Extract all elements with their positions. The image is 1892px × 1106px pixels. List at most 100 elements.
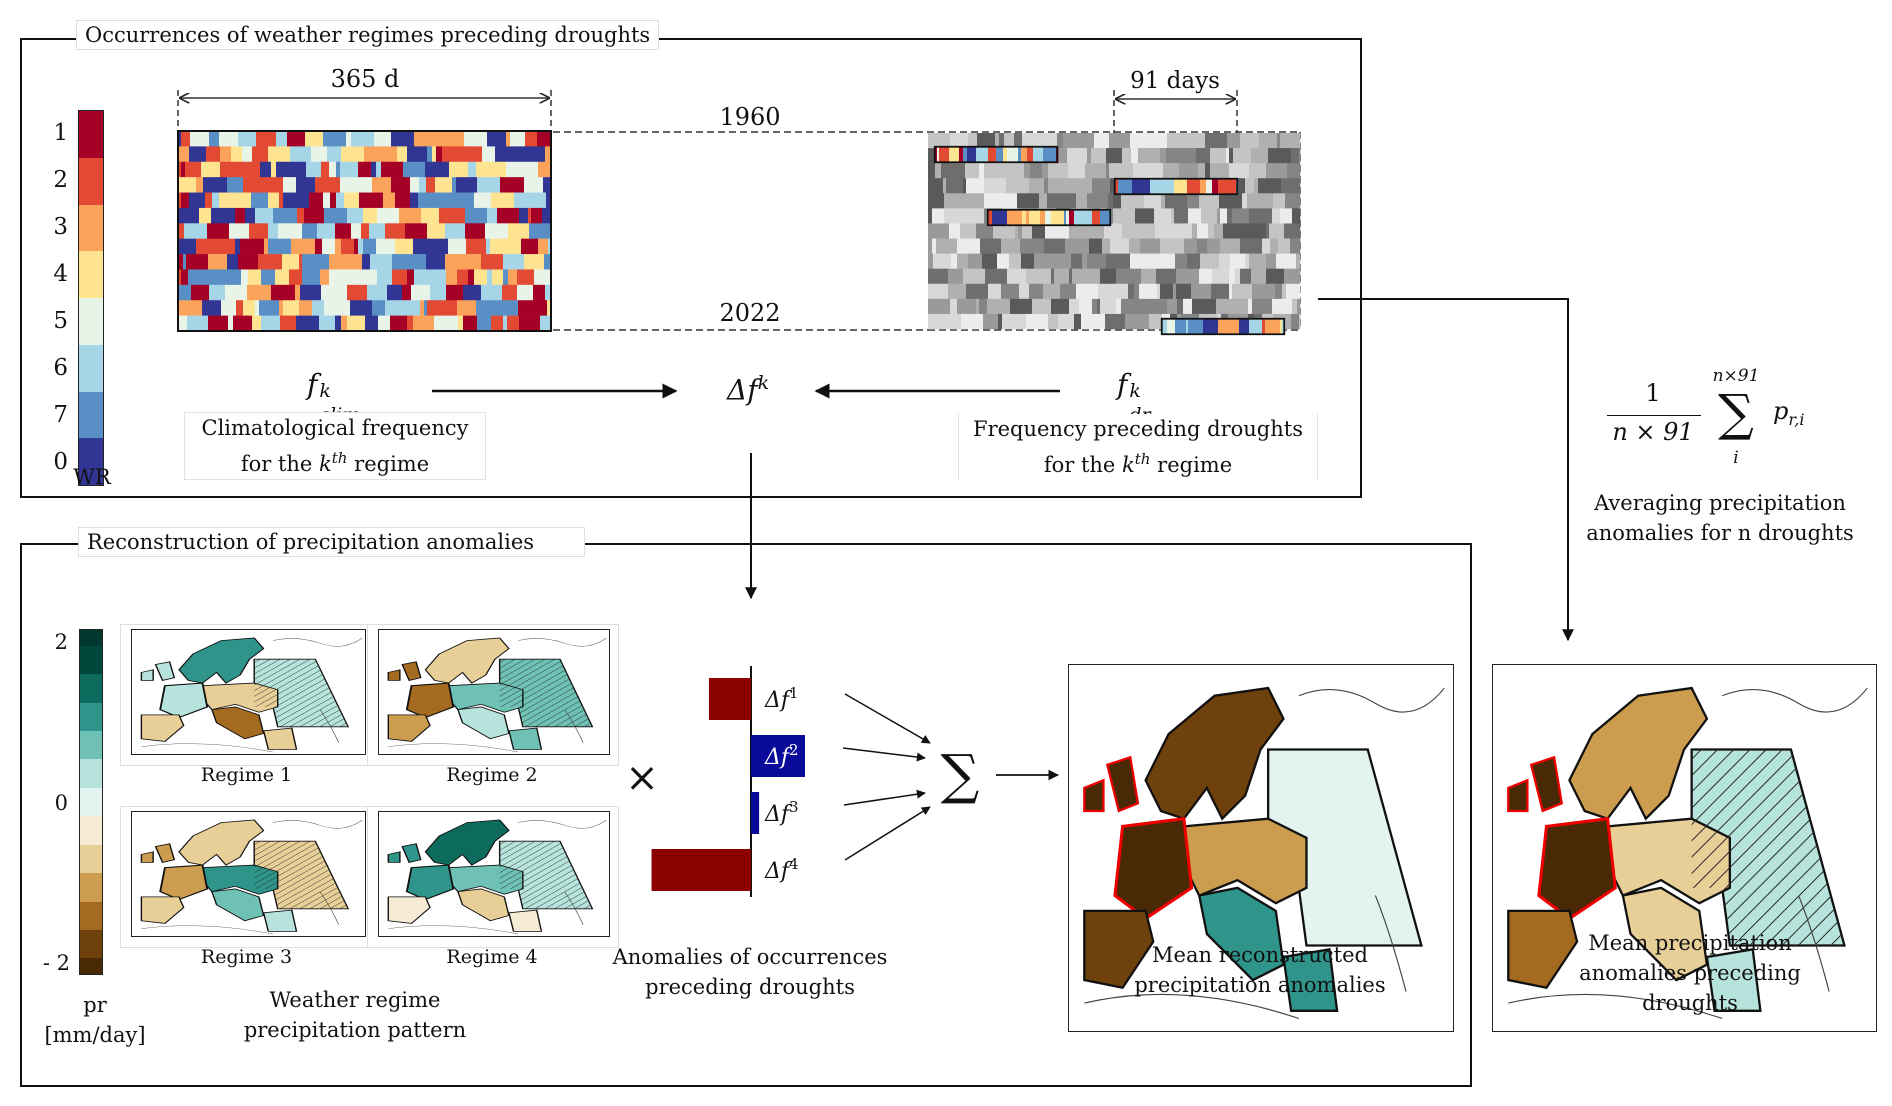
heatmap-cell: [968, 133, 978, 149]
pr-colorbar-segment: [80, 730, 102, 760]
heatmap-cell: [961, 208, 985, 224]
strip-cell: [1066, 209, 1070, 226]
heatmap-cell: [498, 161, 507, 178]
heatmap-cell: [457, 269, 469, 286]
heatmap-cell: [233, 315, 253, 332]
heatmap-cell: [181, 131, 191, 147]
heatmap-cell: [266, 177, 284, 193]
heatmap-cell: [255, 300, 260, 316]
strip-cell: [1064, 209, 1067, 226]
heatmap-cell: [446, 131, 453, 147]
heatmap-cell: [935, 298, 951, 315]
wr-colorbar-tick: 2: [53, 166, 68, 193]
heatmap-cell: [1141, 268, 1157, 285]
pr-colorbar-segment: [80, 702, 102, 731]
heatmap-cell: [303, 192, 310, 209]
heatmap-cell: [1106, 163, 1110, 179]
heatmap-cell: [481, 284, 503, 301]
heatmap-cell: [1051, 298, 1070, 315]
climatological-frequency-caption: Climatological frequency for the kth reg…: [184, 412, 486, 480]
strip-cell: [1092, 209, 1101, 226]
heatmap-cell: [1268, 148, 1292, 164]
heatmap-cell: [1092, 298, 1098, 315]
heatmap-cell: [1205, 163, 1211, 179]
heatmap-cell: [1156, 268, 1177, 285]
heatmap-cell: [1154, 208, 1172, 224]
heatmap-cell: [432, 300, 450, 316]
regime-label: Regime 4: [446, 946, 538, 968]
heatmap-cell: [208, 254, 228, 270]
heatmap-cell: [966, 283, 989, 300]
heatmap-cell: [1042, 163, 1049, 179]
heatmap-cell: [1253, 223, 1267, 239]
heatmap-cell: [302, 223, 318, 239]
heatmap-cell: [948, 283, 967, 300]
heatmap-cell: [219, 269, 242, 286]
heatmap-cell: [928, 193, 945, 209]
heatmap-cell: [1254, 178, 1259, 194]
map-region-south: [1197, 886, 1285, 982]
heatmap-cell: [1063, 133, 1079, 149]
heatmap-cell: [1160, 283, 1174, 300]
map-region-iberia: [140, 714, 185, 742]
heatmap-cell: [1235, 268, 1241, 285]
formula-fraction-bar: [1607, 415, 1701, 416]
heatmap-cell: [260, 161, 272, 178]
heatmap-cell: [349, 254, 363, 270]
heatmap-cell: [1291, 148, 1300, 164]
heatmap-cell: [1001, 283, 1020, 300]
reconstructed-anomaly-map: [1068, 664, 1454, 1032]
strip-cell: [987, 209, 993, 226]
heatmap-cell: [1173, 163, 1177, 179]
heatmap-cell: [1297, 298, 1301, 315]
anomaly-bar-label: Δf1: [764, 684, 799, 713]
heatmap-cell: [261, 315, 281, 332]
heatmap-cell: [184, 223, 208, 239]
heatmap-cell: [1068, 163, 1086, 179]
f-dr-base: f: [1117, 368, 1128, 401]
strip-cell: [996, 146, 1004, 163]
map-hatch: [1691, 749, 1845, 946]
heatmap-cell: [279, 300, 284, 316]
heatmap-cell: [347, 207, 364, 224]
heatmap-cell: [1160, 238, 1185, 254]
strip-cell: [1188, 318, 1204, 335]
strip-cell: [1161, 318, 1168, 335]
strip-cell: [934, 146, 938, 163]
heatmap-cell: [319, 315, 336, 332]
map-region-north: [178, 637, 265, 684]
heatmap-cell: [1040, 133, 1058, 149]
heatmap-cell: [427, 146, 433, 163]
heatmap-cell: [1277, 133, 1281, 149]
heatmap-cell: [290, 146, 312, 163]
heatmap-cell: [426, 254, 446, 270]
heatmap-cell: [241, 269, 249, 286]
strip-cell: [1167, 318, 1176, 335]
heatmap-cell: [542, 207, 552, 224]
heatmap-cell: [1047, 193, 1062, 209]
heatmap-cell: [315, 238, 323, 255]
heatmap-cell: [1248, 298, 1253, 315]
heatmap-cell: [413, 238, 430, 255]
sum-symbol: ∑: [940, 743, 980, 806]
heatmap-cell: [1140, 238, 1161, 254]
heatmap-cell: [491, 192, 502, 209]
strip-cell: [1132, 178, 1136, 195]
heatmap-cell: [1061, 178, 1076, 194]
heatmap-cell: [1061, 193, 1077, 209]
map-region-uk: [1507, 755, 1564, 813]
heatmap-cell: [335, 238, 342, 255]
heatmap-cell: [466, 146, 483, 163]
heatmap-cell: [534, 238, 539, 255]
heatmap-cell: [312, 300, 325, 316]
heatmap-cell: [1138, 148, 1161, 164]
heatmap-cell: [1039, 193, 1048, 209]
heatmap-cell: [1045, 223, 1070, 239]
heatmap-cell: [501, 192, 515, 209]
heatmap-cell: [1110, 238, 1130, 254]
heatmap-cell: [999, 133, 1005, 149]
heatmap-cell: [1291, 313, 1300, 330]
heatmap-cell: [178, 223, 185, 239]
strip-cell: [1135, 178, 1151, 195]
heatmap-cell: [1147, 298, 1168, 315]
